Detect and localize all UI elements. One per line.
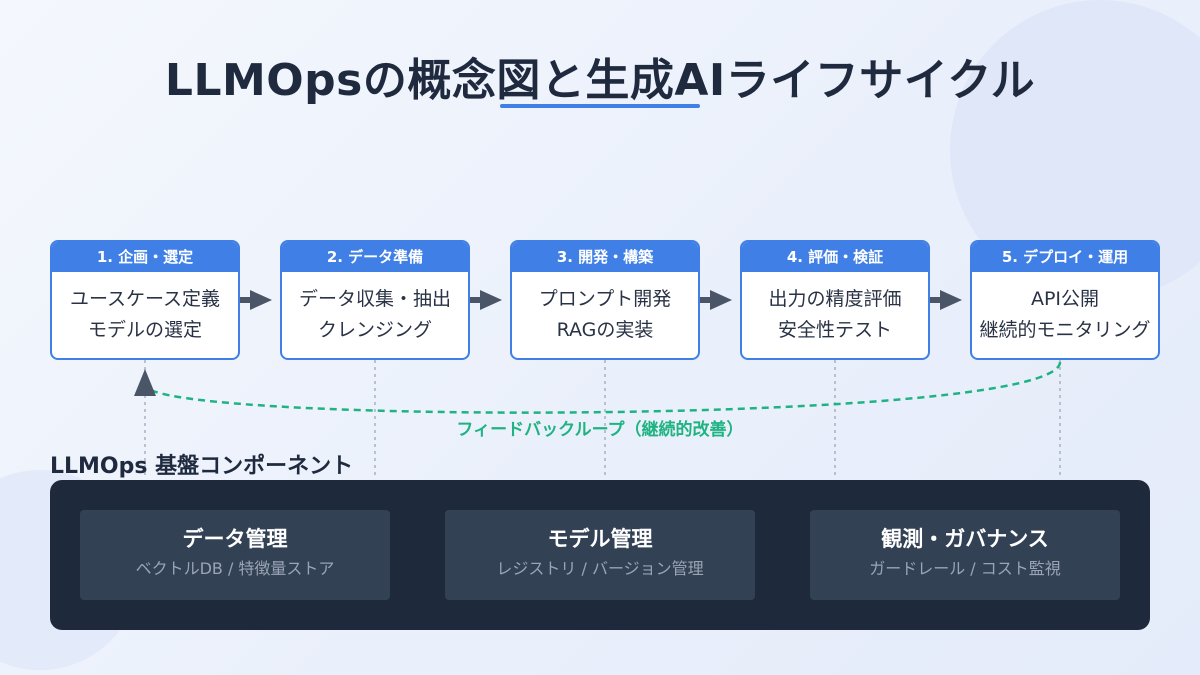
flow-arrow-2-3 <box>470 290 502 310</box>
stage-card-planning: 1. 企画・選定 ユースケース定義 モデルの選定 <box>50 240 240 360</box>
component-subtitle: ベクトルDB / 特徴量ストア <box>135 559 335 578</box>
component-card-model-management: モデル管理 レジストリ / バージョン管理 <box>445 510 755 600</box>
flow-arrow-4-5 <box>930 290 962 310</box>
title-underline <box>500 104 700 108</box>
flow-arrow-3-4 <box>700 290 732 310</box>
component-subtitle: ガードレール / コスト監視 <box>869 559 1061 578</box>
feedback-arrowhead <box>134 369 156 396</box>
component-title: モデル管理 <box>547 527 653 551</box>
component-subtitle: レジストリ / バージョン管理 <box>496 559 704 578</box>
stage-line-2: クレンジング <box>317 319 432 341</box>
component-card-data-management: データ管理 ベクトルDB / 特徴量ストア <box>80 510 390 600</box>
stage-line-1: ユースケース定義 <box>69 288 221 310</box>
stage-line-1: API公開 <box>1030 288 1100 310</box>
flow-arrow-1-2 <box>240 290 272 310</box>
foundation-panel: データ管理 ベクトルDB / 特徴量ストア モデル管理 レジストリ / バージョ… <box>50 480 1150 630</box>
stage-header: 5. デプロイ・運用 <box>972 242 1158 272</box>
stage-line-2: RAGの実装 <box>556 319 654 341</box>
page-title: LLMOpsの概念図と生成AIライフサイクル <box>164 55 1036 106</box>
stage-line-1: データ収集・抽出 <box>298 288 451 310</box>
component-card-observability-governance: 観測・ガバナンス ガードレール / コスト監視 <box>810 510 1120 600</box>
stage-line-1: プロンプト開発 <box>538 288 672 310</box>
stage-header: 2. データ準備 <box>282 242 468 272</box>
feedback-loop-label: フィードバックループ（継続的改善） <box>456 420 744 440</box>
foundation-section-title: LLMOps 基盤コンポーネント <box>50 454 354 479</box>
stage-line-1: 出力の精度評価 <box>768 288 902 310</box>
feedback-loop-path <box>143 361 1062 414</box>
stage-card-deploy: 5. デプロイ・運用 API公開 継続的モニタリング <box>970 240 1160 360</box>
stage-line-2: モデルの選定 <box>87 319 202 341</box>
stage-card-development: 3. 開発・構築 プロンプト開発 RAGの実装 <box>510 240 700 360</box>
component-title: データ管理 <box>182 527 288 551</box>
stage-header: 1. 企画・選定 <box>52 242 238 272</box>
stage-header: 3. 開発・構築 <box>512 242 698 272</box>
stage-line-2: 継続的モニタリング <box>979 319 1151 341</box>
stage-header: 4. 評価・検証 <box>742 242 928 272</box>
component-title: 観測・ガバナンス <box>881 527 1049 551</box>
stage-line-2: 安全性テスト <box>777 319 892 341</box>
stage-card-evaluation: 4. 評価・検証 出力の精度評価 安全性テスト <box>740 240 930 360</box>
stage-card-data-prep: 2. データ準備 データ収集・抽出 クレンジング <box>280 240 470 360</box>
